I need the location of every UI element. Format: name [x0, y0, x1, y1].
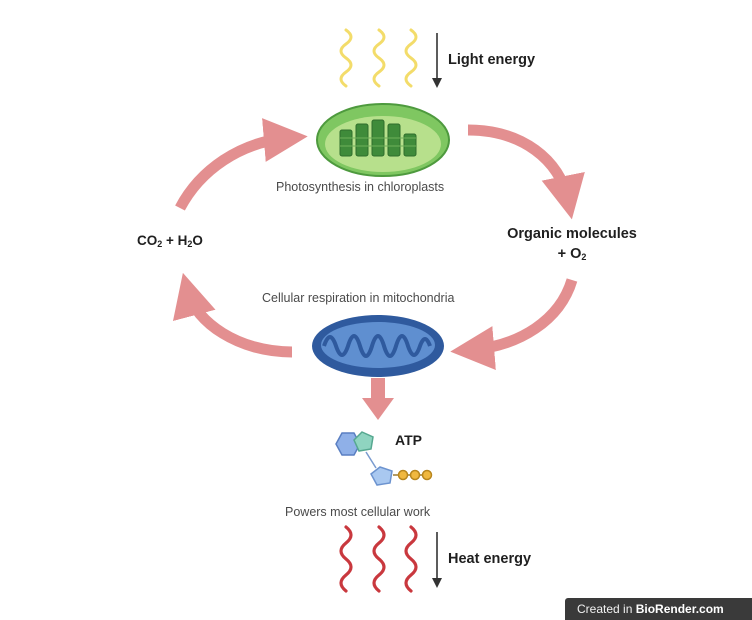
light-energy-label: Light energy	[448, 52, 536, 68]
o-text: O	[192, 233, 203, 248]
h2-subscript: 2	[187, 239, 193, 249]
atp-molecule-icon	[335, 431, 433, 486]
oxygen-line: + O2	[492, 246, 652, 262]
organic-molecules-label: Organic molecules + O2	[492, 226, 652, 262]
arrow-to-organic-molecules	[467, 124, 585, 220]
co2-text: CO	[137, 233, 158, 248]
mitochondrion-icon	[312, 315, 444, 377]
oxygen-subscript: 2	[581, 252, 587, 262]
arrow-to-co2-h2o	[173, 272, 293, 358]
badge-prefix: Created in	[577, 602, 636, 616]
light-waves-icon	[339, 28, 418, 88]
respiration-label: Cellular respiration in mitochondria	[262, 291, 455, 305]
powers-cellular-work-label: Powers most cellular work	[285, 505, 431, 519]
atp-label: ATP	[395, 432, 422, 448]
created-in-badge[interactable]: Created in BioRender.com	[565, 598, 752, 620]
co2-h2o-label: CO2 + H2O	[137, 233, 203, 249]
arrow-to-respiration	[450, 278, 578, 370]
arrow-to-photosynthesis	[175, 118, 308, 211]
co2-subscript: 2	[157, 239, 163, 249]
chloroplast-icon	[316, 103, 450, 177]
oxygen-text: + O	[557, 246, 582, 262]
heat-waves-icon	[339, 525, 418, 593]
arrow-to-atp	[362, 378, 394, 420]
heat-energy-arrow	[432, 532, 442, 588]
heat-energy-label: Heat energy	[448, 551, 532, 567]
badge-brand: BioRender.com	[635, 602, 724, 616]
light-energy-arrow	[432, 33, 442, 88]
photosynthesis-label: Photosynthesis in chloroplasts	[276, 180, 445, 194]
organic-molecules-line1: Organic molecules	[507, 226, 637, 242]
cycle-arrows	[173, 118, 585, 370]
plus-h-text: + H	[162, 233, 188, 248]
